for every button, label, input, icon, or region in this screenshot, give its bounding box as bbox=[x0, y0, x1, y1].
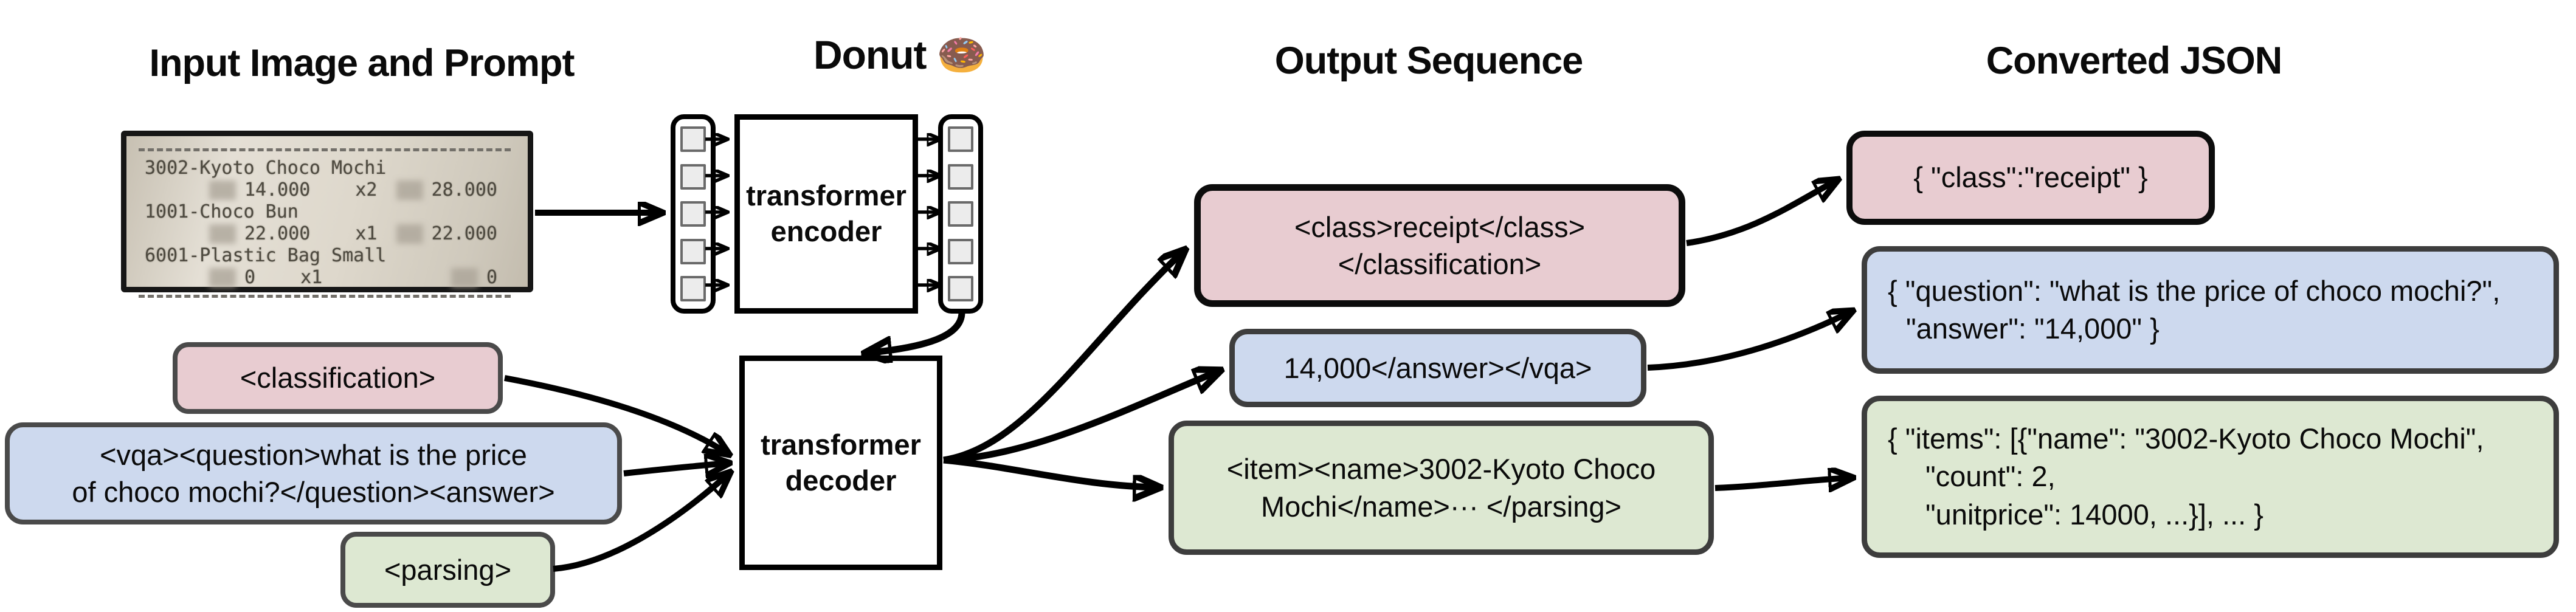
redaction-blur bbox=[209, 224, 236, 244]
embedding-square bbox=[948, 201, 973, 227]
json-vqa-box: { "question": "what is the price of choc… bbox=[1862, 246, 2559, 374]
receipt-item-total: 28.000 bbox=[431, 179, 497, 201]
header-input-image-and-prompt: Input Image and Prompt bbox=[149, 42, 575, 84]
decoder-label-line1: transformer bbox=[761, 428, 921, 461]
prompt-classification-box: <classification> bbox=[173, 342, 503, 414]
embedding-square bbox=[948, 126, 973, 152]
receipt-separator-top bbox=[139, 148, 511, 151]
header-donut-model: Donut 🍩 bbox=[813, 32, 987, 77]
output-vqa-box: 14,000</answer></vqa> bbox=[1229, 329, 1646, 407]
transformer-decoder-box: transformer decoder bbox=[739, 356, 942, 570]
receipt-image: 3002-Kyoto Choco Mochi 14.000 x2 28.000 … bbox=[121, 131, 533, 298]
patch-square bbox=[680, 126, 706, 152]
json-classification-text: { "class":"receipt" } bbox=[1913, 161, 2148, 194]
prompt-parsing-text: <parsing> bbox=[384, 553, 512, 586]
receipt-item-total: 0 bbox=[486, 267, 497, 288]
embedding-square bbox=[948, 163, 973, 190]
json-vqa-line2: "answer": "14,000" } bbox=[1906, 312, 2160, 345]
json-parsing-box: { "items": [{"name": "3002-Kyoto Choco M… bbox=[1862, 396, 2559, 558]
json-vqa-line1: { "question": "what is the price of choc… bbox=[1888, 274, 2501, 307]
arrow-vqa-prompt-to-decoder bbox=[623, 463, 728, 473]
transformer-encoder-box: transformer encoder bbox=[734, 114, 918, 314]
output-parsing-line2: Mochi</name>··· </parsing> bbox=[1260, 490, 1621, 523]
output-vqa-text: 14,000</answer></vqa> bbox=[1283, 351, 1592, 384]
prompt-parsing-box: <parsing> bbox=[340, 532, 555, 608]
redaction-blur bbox=[396, 181, 423, 200]
output-classification-line2: </classification> bbox=[1338, 248, 1542, 280]
output-classification-box: <class>receipt</class> </classification> bbox=[1194, 184, 1685, 307]
receipt-item-price: 14.000 bbox=[244, 179, 311, 201]
arrow-encoder-to-decoder bbox=[866, 312, 965, 353]
receipt-item-qty: x1 bbox=[300, 267, 323, 288]
prompt-classification-text: <classification> bbox=[240, 362, 436, 394]
receipt-item-line: 0 x1 0 bbox=[209, 267, 497, 289]
patch-square bbox=[680, 163, 706, 190]
receipt-item-name: 6001-Plastic Bag Small bbox=[145, 245, 387, 266]
arrow-parsing-to-json bbox=[1714, 478, 1852, 488]
receipt-item-total: 22.000 bbox=[431, 223, 497, 244]
prompt-vqa-box: <vqa><question>what is the price of choc… bbox=[5, 422, 622, 524]
prompt-vqa-line1: <vqa><question>what is the price bbox=[100, 438, 527, 471]
header-converted-json: Converted JSON bbox=[1986, 40, 2283, 82]
redaction-blur bbox=[209, 181, 236, 200]
receipt-item-qty: x2 bbox=[355, 179, 378, 201]
prompt-vqa-line2: of choco mochi?</question><answer> bbox=[72, 476, 555, 508]
output-embedding-column bbox=[938, 114, 983, 314]
decoder-label-line2: decoder bbox=[785, 464, 897, 497]
receipt-item-price: 0 bbox=[244, 267, 256, 288]
input-patch-column bbox=[671, 114, 716, 314]
encoder-label-line2: encoder bbox=[770, 215, 882, 247]
receipt-item-price: 22.000 bbox=[244, 223, 311, 244]
header-output-sequence: Output Sequence bbox=[1274, 40, 1584, 82]
patch-square bbox=[680, 276, 706, 301]
json-parsing-line3: "unitprice": 14000, ...}], ... } bbox=[1925, 498, 2263, 531]
embedding-square bbox=[948, 238, 973, 264]
patch-square bbox=[680, 238, 706, 264]
output-parsing-line1: <item><name>3002-Kyoto Choco bbox=[1226, 453, 1656, 486]
json-parsing-line2: "count": 2, bbox=[1925, 460, 2056, 493]
receipt-item-name: 3002-Kyoto Choco Mochi bbox=[145, 157, 387, 179]
redaction-blur bbox=[209, 268, 236, 287]
encoder-label-line1: transformer bbox=[746, 179, 906, 212]
receipt-item-line: 14.000 x2 28.000 bbox=[209, 179, 497, 201]
receipt-item-name: 1001-Choco Bun bbox=[145, 201, 299, 222]
arrow-classification-to-json bbox=[1686, 180, 1837, 246]
patch-square bbox=[680, 201, 706, 227]
arrow-decoder-to-parsing-output bbox=[943, 456, 1159, 487]
arrow-vqa-to-json bbox=[1647, 311, 1852, 371]
json-parsing-line1: { "items": [{"name": "3002-Kyoto Choco M… bbox=[1888, 422, 2484, 455]
output-classification-line1: <class>receipt</class> bbox=[1294, 210, 1586, 243]
redaction-blur bbox=[451, 268, 478, 287]
embedding-square bbox=[948, 276, 973, 301]
output-parsing-box: <item><name>3002-Kyoto Choco Mochi</name… bbox=[1169, 421, 1714, 555]
receipt-separator-bottom bbox=[139, 295, 511, 298]
json-classification-box: { "class":"receipt" } bbox=[1846, 131, 2215, 225]
receipt-item-line: 22.000 x1 22.000 bbox=[209, 223, 497, 245]
receipt-item-qty: x1 bbox=[355, 223, 378, 244]
redaction-blur bbox=[396, 224, 423, 244]
